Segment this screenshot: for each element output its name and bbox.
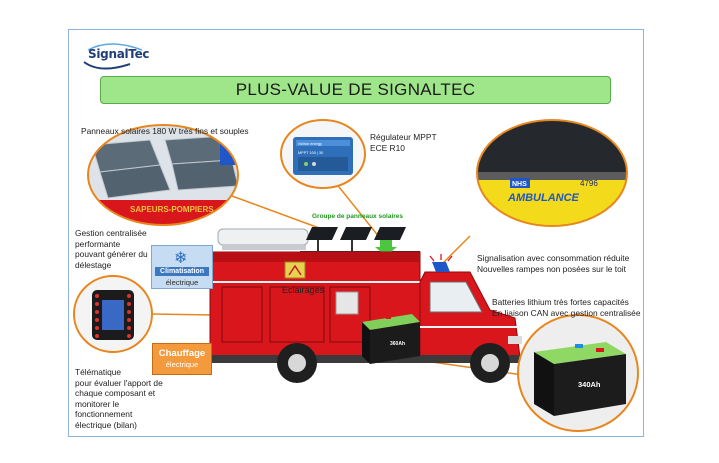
battery-callout: Batteries lithium très fortes capacités … (492, 297, 641, 318)
pompiers-text: SAPEURS-POMPIERS (130, 205, 214, 214)
signal-line-1: Signalisation avec consommation réduite (477, 253, 630, 263)
solar-callout-text: Panneaux solaires 180 W très fins et sou… (81, 126, 249, 136)
gestion-line-1: Gestion centralisée (75, 228, 147, 238)
tele-line-3: chaque composant et (75, 388, 156, 398)
battery-line-1: Batteries lithium très fortes capacités (492, 297, 629, 307)
fire-truck-illustration: 360Ah (206, 227, 526, 383)
battery-large-photo (517, 314, 639, 432)
ambulance-photo: NHS 4796 AMBULANCE (476, 119, 628, 227)
chauffage-subtitle: électrique (165, 360, 199, 369)
chauffage-badge: Chauffage électrique (152, 343, 212, 375)
wheels (277, 343, 510, 383)
tele-line-1: Télématique (75, 367, 122, 377)
telematics-callout: Télématique pour évaluer l'apport de cha… (75, 367, 163, 430)
green-arrow-icon (375, 240, 397, 256)
battery-small (362, 314, 420, 364)
ambulance-number: 4796 (580, 179, 598, 188)
regulator-model: MPPT 100 | 30 (298, 151, 323, 155)
gestion-callout: Gestion centralisée performante pouvant … (75, 228, 148, 270)
snowflake-icon: ❄ (174, 250, 188, 267)
mppt-regulator-photo: victron energy MPPT 100 | 30 (280, 119, 366, 189)
solar-panel-photo: SAPEURS-POMPIERS (87, 124, 239, 226)
gestion-line-2: performante (75, 238, 121, 249)
tele-line-6: électrique (bilan) (75, 419, 137, 430)
page-title-text: PLUS-VALUE DE SIGNALTEC (235, 80, 476, 99)
signal-line-2: Nouvelles rampes non posées sur le toit (477, 263, 626, 274)
climatisation-badge: ❄ Climatisation électrique (151, 245, 213, 289)
mppt-line-2: ECE R10 (370, 142, 405, 153)
battery-large-label: 340Ah (578, 380, 601, 389)
tele-line-2: pour évaluer l'apport de (75, 377, 163, 388)
ambulance-logo-text: NHS (512, 181, 527, 188)
ambulance-text: AMBULANCE (507, 192, 580, 204)
battery-line-2: En liaison CAN avec gestion centralisée (492, 307, 641, 318)
panel-group-label: Groupe de panneaux solaires (312, 213, 404, 220)
eclairages-label: Eclairages (282, 285, 325, 295)
telematics-device-photo (73, 275, 153, 353)
tele-line-5: fonctionnement (75, 409, 133, 419)
chauffage-title: Chauffage (158, 348, 206, 359)
gestion-line-4: délestage (75, 259, 112, 270)
mppt-callout: Régulateur MPPT ECE R10 (370, 132, 437, 153)
regulator-brand: victron energy (298, 142, 322, 146)
signaltec-logo (83, 43, 143, 70)
gestion-line-3: pouvant générer du (75, 249, 148, 259)
roof-solar-panels (300, 227, 420, 253)
clim-title: Climatisation (155, 267, 209, 276)
clim-subtitle: électrique (165, 278, 199, 287)
mppt-line-1: Régulateur MPPT (370, 132, 437, 142)
tele-line-4: monitorer le (75, 398, 120, 409)
signal-callout: Signalisation avec consommation réduite … (477, 253, 629, 274)
battery-small-label: 360Ah (390, 341, 405, 347)
logo-text: SignalTec (88, 47, 150, 61)
page-title: PLUS-VALUE DE SIGNALTEC (100, 76, 611, 104)
